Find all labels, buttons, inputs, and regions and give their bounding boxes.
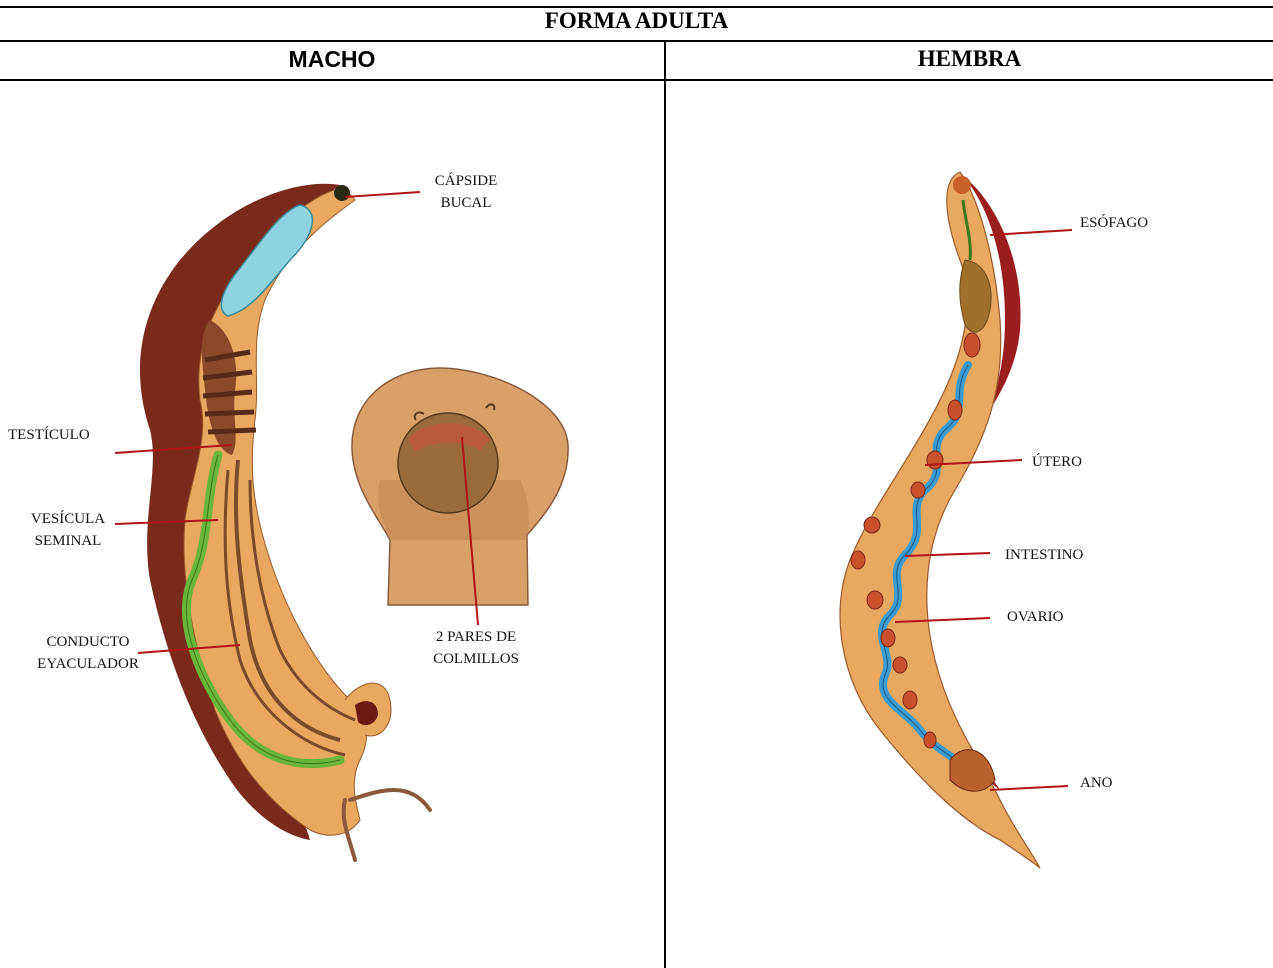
label-duct: CONDUCTO EYACULADOR — [18, 631, 158, 675]
label-intestine: INTESTINO — [1005, 544, 1083, 566]
pointer-anus — [990, 786, 1068, 790]
label-fangs-text: 2 PARES DE COLMILLOS — [433, 629, 519, 667]
label-esophagus: ESÓFAGO — [1080, 212, 1148, 234]
label-ovary: OVARIO — [1007, 606, 1063, 628]
label-esophagus-text: ESÓFAGO — [1080, 215, 1148, 231]
label-anus: ANO — [1080, 772, 1113, 794]
female-worm-illustration — [840, 172, 1040, 868]
label-capsule-text: CÁPSIDE BUCAL — [435, 173, 498, 211]
label-testis: TESTÍCULO — [8, 424, 90, 446]
pointer-capsule — [345, 192, 420, 197]
label-duct-text: CONDUCTO EYACULADOR — [37, 634, 139, 672]
label-uterus: ÚTERO — [1032, 451, 1082, 473]
head-detail-illustration — [352, 368, 568, 605]
label-fangs: 2 PARES DE COLMILLOS — [416, 626, 536, 670]
label-uterus-text: ÚTERO — [1032, 454, 1082, 470]
label-ovary-text: OVARIO — [1007, 609, 1063, 625]
label-vesicle: VESÍCULA SEMINAL — [18, 508, 118, 552]
label-testis-text: TESTÍCULO — [8, 427, 90, 443]
label-vesicle-text: VESÍCULA SEMINAL — [31, 511, 105, 549]
label-intestine-text: INTESTINO — [1005, 547, 1083, 563]
label-capsule: CÁPSIDE BUCAL — [416, 170, 516, 214]
label-anus-text: ANO — [1080, 775, 1113, 791]
